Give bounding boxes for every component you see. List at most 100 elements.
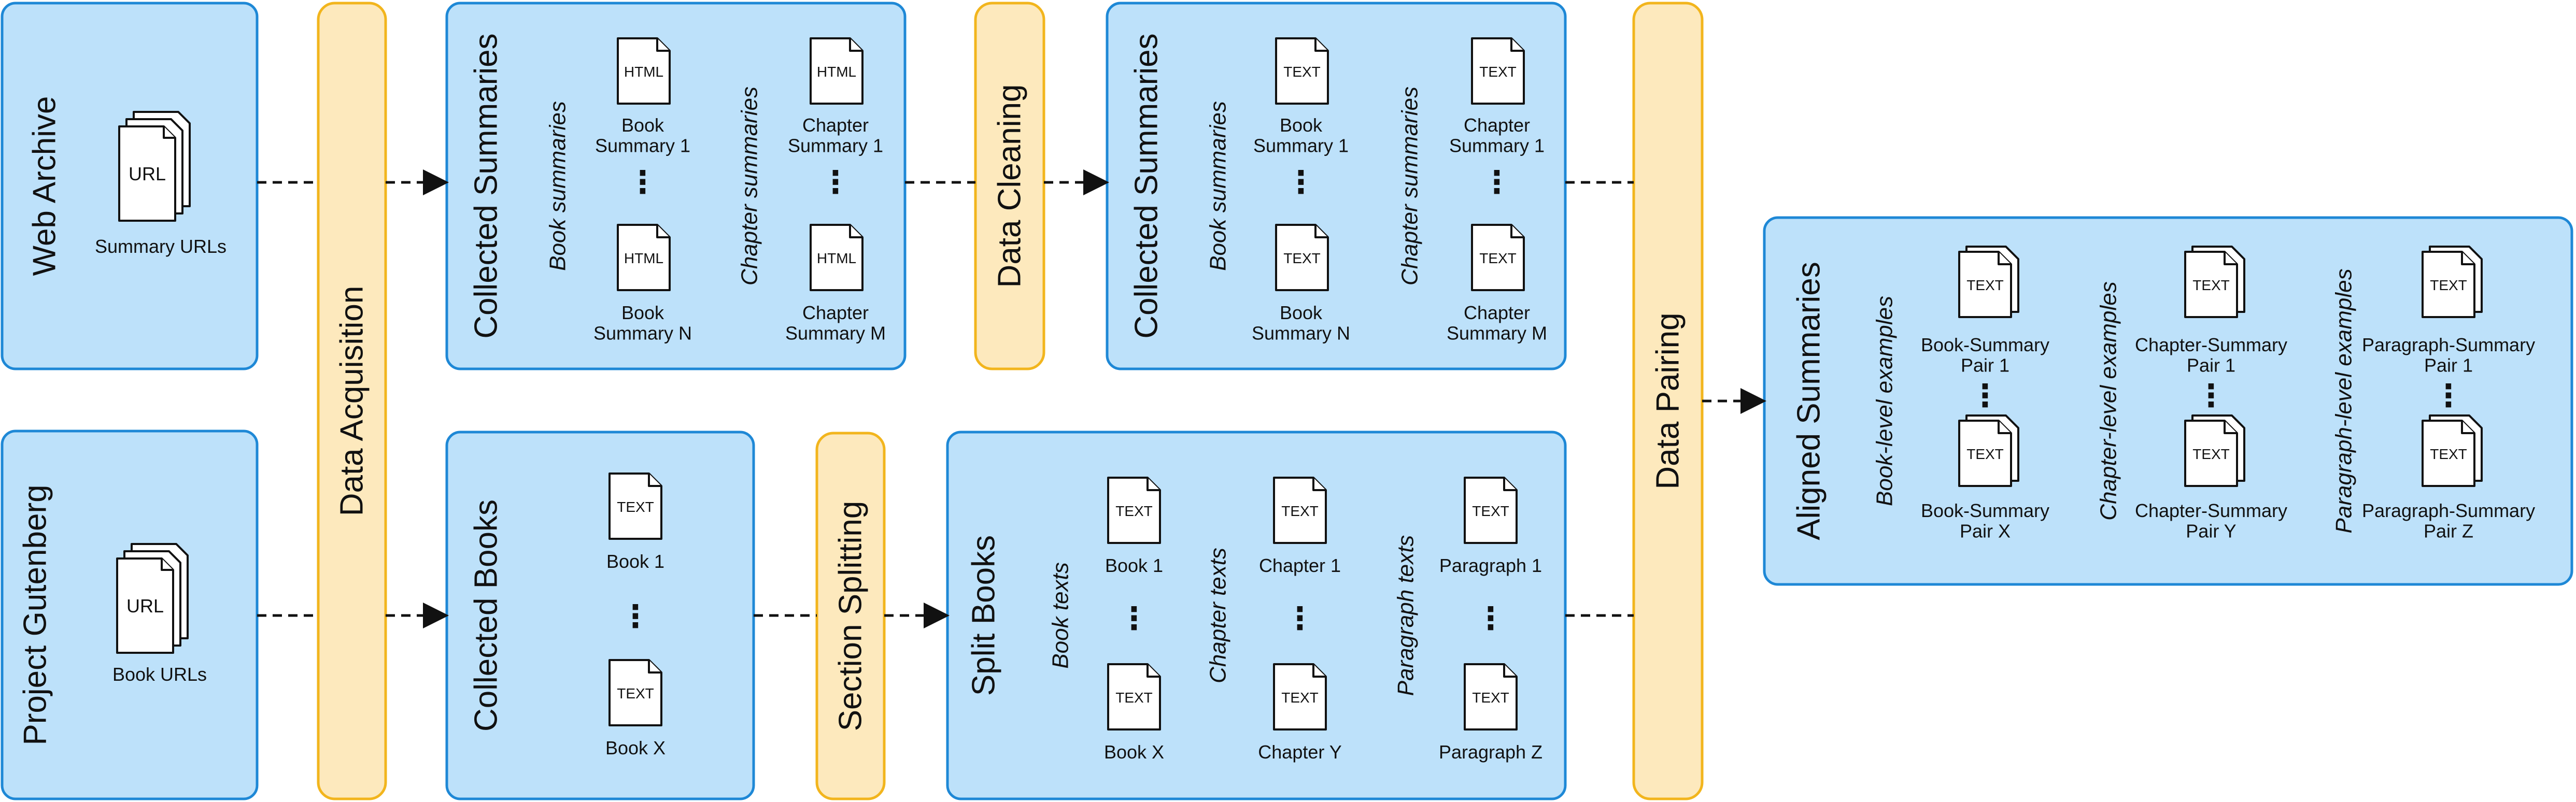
book-texts-header: Book texts bbox=[1048, 562, 1073, 668]
ellipsis: ⋮ bbox=[620, 599, 651, 634]
text-doc-icon-label: TEXT bbox=[2192, 277, 2230, 293]
book-text-first: Book 1 bbox=[1105, 555, 1163, 576]
text-doc-icon: TEXT bbox=[608, 659, 662, 726]
text-doc-icon-label: TEXT bbox=[1115, 503, 1153, 519]
paired-doc-icon: TEXT bbox=[2422, 246, 2483, 318]
paired-doc-icon: TEXT bbox=[2422, 414, 2483, 487]
chapter-texts-header: Chapter texts bbox=[1206, 548, 1231, 683]
text-doc-icon: TEXT bbox=[1275, 224, 1329, 291]
text-doc-icon-label: TEXT bbox=[617, 499, 654, 515]
text-doc-icon: TEXT bbox=[608, 472, 662, 540]
split-books-panel: Split Books Book texts TEXT Book 1 ⋮ TEX… bbox=[946, 431, 1567, 800]
data-pairing-stage: Data Pairing bbox=[1632, 2, 1704, 800]
ellipsis: ⋮ bbox=[1970, 378, 2001, 413]
text-doc-icon: TEXT bbox=[1273, 477, 1327, 544]
book-level-examples-header: Book-level examples bbox=[1872, 296, 1898, 506]
book-first: Book 1 bbox=[606, 551, 664, 572]
html-doc-icon: HTML bbox=[617, 37, 671, 105]
url-icon-label: URL bbox=[126, 595, 164, 617]
chapter-text-first: Chapter 1 bbox=[1259, 555, 1341, 576]
chapter-level-examples-header: Chapter-level examples bbox=[2096, 281, 2121, 520]
text-doc-icon-label: TEXT bbox=[1281, 503, 1319, 519]
text-doc-icon: TEXT bbox=[1273, 663, 1327, 731]
collected-summaries-raw-title: Collected Summaries bbox=[469, 33, 504, 338]
url-icon-label: URL bbox=[129, 163, 166, 184]
text-doc-icon: TEXT bbox=[1107, 663, 1161, 731]
ellipsis: ⋮ bbox=[1475, 601, 1506, 636]
text-doc-icon-label: TEXT bbox=[2430, 446, 2467, 462]
data-cleaning-label: Data Cleaning bbox=[992, 84, 1028, 288]
text-doc-icon-label: TEXT bbox=[1283, 64, 1321, 80]
text-doc-icon-label: TEXT bbox=[1966, 446, 2004, 462]
ellipsis: ⋮ bbox=[2433, 378, 2464, 413]
text-doc-icon-label: TEXT bbox=[617, 685, 654, 701]
ellipsis: ⋮ bbox=[1284, 601, 1315, 636]
data-pairing-label: Data Pairing bbox=[1650, 312, 1686, 489]
text-doc-icon-label: TEXT bbox=[2192, 446, 2230, 462]
paragraph-text-first: Paragraph 1 bbox=[1439, 555, 1542, 576]
html-doc-icon: HTML bbox=[617, 224, 671, 291]
text-doc-icon: TEXT bbox=[1275, 37, 1329, 105]
data-acquisition-stage: Data Acquisition bbox=[317, 2, 387, 800]
web-archive-title: Web Archive bbox=[27, 96, 63, 276]
url-stack-icon: URL bbox=[118, 111, 191, 222]
section-splitting-stage: Section Splitting bbox=[815, 432, 886, 800]
ellipsis: ⋮ bbox=[627, 165, 658, 199]
text-doc-icon-label: TEXT bbox=[1472, 690, 1509, 706]
html-doc-icon: HTML bbox=[810, 224, 864, 291]
text-doc-icon: TEXT bbox=[1107, 477, 1161, 544]
paragraph-text-last: Paragraph Z bbox=[1439, 741, 1542, 763]
collected-summaries-clean-panel: Collected Summaries Book summaries Chapt… bbox=[1106, 2, 1567, 370]
html-doc-icon-label: HTML bbox=[624, 250, 663, 266]
text-doc-icon-label: TEXT bbox=[1472, 503, 1509, 519]
gutenberg-caption: Book URLs bbox=[112, 664, 207, 685]
paragraph-level-examples-header: Paragraph-level examples bbox=[2331, 268, 2357, 533]
html-doc-icon-label: HTML bbox=[624, 64, 663, 80]
ellipsis: ⋮ bbox=[1481, 165, 1512, 199]
book-text-last: Book X bbox=[1104, 741, 1164, 763]
text-doc-icon-label: TEXT bbox=[1479, 250, 1517, 266]
aligned-summaries-title: Aligned Summaries bbox=[1791, 262, 1827, 540]
book-last: Book X bbox=[605, 737, 666, 758]
html-doc-icon-label: HTML bbox=[817, 64, 856, 80]
book-summaries-header: Book summaries bbox=[545, 101, 571, 271]
text-doc-icon: TEXT bbox=[1471, 224, 1525, 291]
text-doc-icon-label: TEXT bbox=[1281, 690, 1319, 706]
html-doc-icon-label: HTML bbox=[817, 250, 856, 266]
ellipsis: ⋮ bbox=[820, 165, 851, 199]
paired-doc-icon: TEXT bbox=[1958, 414, 2019, 487]
ellipsis: ⋮ bbox=[2196, 378, 2227, 413]
url-stack-icon: URL bbox=[116, 543, 189, 654]
aligned-summaries-panel: Aligned Summaries Book-level examples TE… bbox=[1763, 216, 2573, 586]
paired-doc-icon: TEXT bbox=[2184, 246, 2245, 318]
html-doc-icon: HTML bbox=[810, 37, 864, 105]
data-cleaning-stage: Data Cleaning bbox=[974, 2, 1045, 370]
book-summaries-header: Book summaries bbox=[1206, 101, 1231, 271]
ellipsis: ⋮ bbox=[1285, 165, 1317, 199]
text-doc-icon-label: TEXT bbox=[1479, 64, 1517, 80]
gutenberg-title: Project Gutenberg bbox=[18, 484, 53, 745]
data-acquisition-label: Data Acquisition bbox=[334, 286, 370, 517]
paragraph-texts-header: Paragraph texts bbox=[1393, 535, 1419, 696]
ellipsis: ⋮ bbox=[1119, 601, 1150, 636]
collected-books-title: Collected Books bbox=[469, 499, 504, 732]
gutenberg-panel: Project Gutenberg URL Book URLs bbox=[1, 429, 259, 800]
paired-doc-icon: TEXT bbox=[1958, 246, 2019, 318]
collected-summaries-raw-panel: Collected Summaries Book summaries Chapt… bbox=[445, 2, 907, 370]
text-doc-icon-label: TEXT bbox=[1283, 250, 1321, 266]
chapter-text-last: Chapter Y bbox=[1258, 741, 1341, 763]
text-doc-icon-label: TEXT bbox=[1966, 277, 2004, 293]
